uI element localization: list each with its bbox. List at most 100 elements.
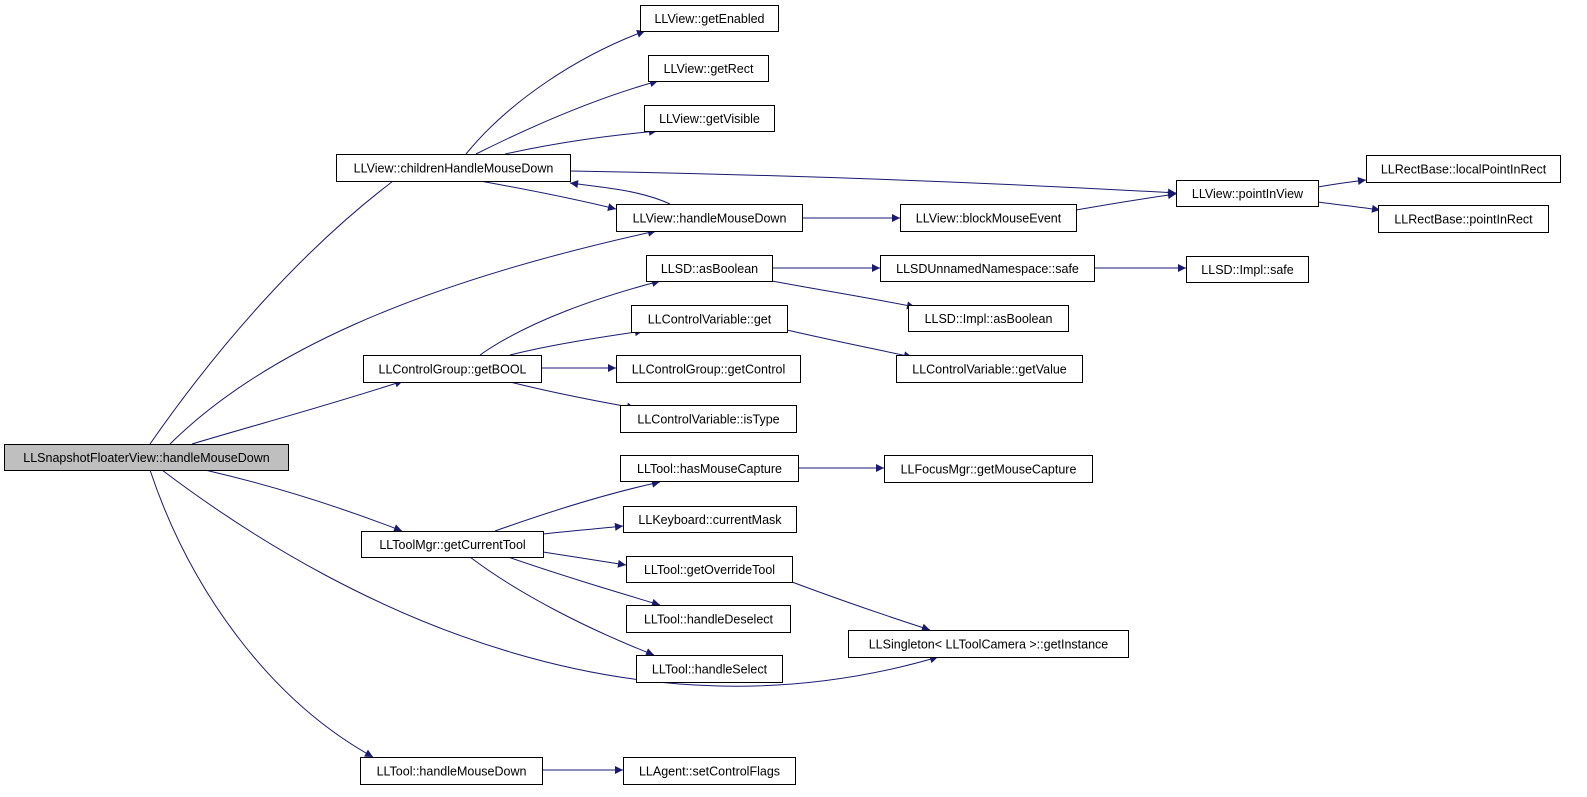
- edge-getCurrentTool-to-hasMouseCapture: [494, 479, 661, 532]
- edge-asBoolean-to-implAsBoolean: [771, 280, 916, 310]
- node-label: LLSD::Impl::safe: [1201, 263, 1293, 277]
- node-label: LLTool::hasMouseCapture: [637, 462, 782, 476]
- edge-childrenHMD-to-getEnabled: [465, 30, 646, 155]
- edge-root-to-getBOOL: [191, 379, 404, 445]
- node-box: [648, 55, 769, 82]
- node-asBoolean[interactable]: LLSD::asBoolean: [646, 255, 773, 282]
- node-box: [623, 506, 797, 533]
- node-box: [623, 757, 796, 785]
- edge-root-to-viewHMD: [169, 228, 657, 445]
- node-label: LLAgent::setControlFlags: [639, 765, 780, 779]
- node-label: LLRectBase::localPointInRect: [1381, 163, 1547, 177]
- node-box: [4, 444, 289, 471]
- node-setControlFlags[interactable]: LLAgent::setControlFlags: [623, 757, 796, 785]
- node-box: [361, 531, 544, 558]
- edge-blockMouseEvent-to-pointInView: [1075, 191, 1177, 211]
- node-hasMouseCapture[interactable]: LLTool::hasMouseCapture: [620, 455, 799, 482]
- edge-pointInView-to-localPointInRect: [1317, 177, 1367, 188]
- edge-childrenHMD-to-getVisible: [504, 127, 658, 155]
- node-isType[interactable]: LLControlVariable::isType: [620, 405, 797, 433]
- node-label: LLView::handleMouseDown: [633, 212, 787, 226]
- node-label: LLControlVariable::isType: [637, 413, 779, 427]
- node-label: LLView::pointInView: [1192, 187, 1304, 201]
- node-label: LLView::getVisible: [659, 112, 760, 126]
- node-label: LLView::getEnabled: [654, 12, 764, 26]
- edge-childrenHMD-to-viewHMD: [479, 180, 617, 211]
- node-viewHMD[interactable]: LLView::handleMouseDown: [616, 204, 803, 232]
- node-currentMask[interactable]: LLKeyboard::currentMask: [623, 506, 797, 533]
- node-box: [620, 405, 797, 433]
- node-label: LLSD::asBoolean: [661, 262, 758, 276]
- node-box: [1378, 205, 1549, 233]
- node-box: [848, 630, 1129, 658]
- edge-root-to-toolHMD: [149, 469, 374, 758]
- node-handleSelect[interactable]: LLTool::handleSelect: [636, 655, 783, 683]
- node-root[interactable]: LLSnapshotFloaterView::handleMouseDown: [4, 444, 289, 471]
- node-label: LLTool::getOverrideTool: [644, 563, 775, 577]
- node-box: [360, 757, 543, 785]
- node-label: LLControlGroup::getBOOL: [379, 363, 527, 377]
- node-cvGetValue[interactable]: LLControlVariable::getValue: [896, 355, 1083, 383]
- node-box: [644, 105, 775, 132]
- node-getControl[interactable]: LLControlGroup::getControl: [616, 355, 801, 383]
- node-box: [626, 556, 793, 583]
- node-box: [896, 355, 1083, 383]
- edge-root-to-getInstance: [161, 469, 939, 687]
- node-localPointInRect[interactable]: LLRectBase::localPointInRect: [1366, 155, 1561, 183]
- node-getInstance[interactable]: LLSingleton< LLToolCamera >::getInstance: [848, 630, 1129, 658]
- node-label: LLSnapshotFloaterView::handleMouseDown: [23, 451, 270, 465]
- node-getEnabled[interactable]: LLView::getEnabled: [640, 5, 779, 32]
- node-pointInRect[interactable]: LLRectBase::pointInRect: [1378, 205, 1549, 233]
- node-box: [1186, 256, 1309, 283]
- node-getBOOL[interactable]: LLControlGroup::getBOOL: [363, 355, 542, 383]
- node-box: [640, 5, 779, 32]
- node-box: [646, 255, 773, 282]
- node-getMouseCapture[interactable]: LLFocusMgr::getMouseCapture: [884, 455, 1093, 483]
- node-implAsBoolean[interactable]: LLSD::Impl::asBoolean: [908, 305, 1069, 332]
- edge-root-to-getCurrentTool: [204, 469, 403, 532]
- node-label: LLTool::handleDeselect: [644, 613, 774, 627]
- edge-viewHMD-to-childrenHMD: [569, 180, 671, 205]
- node-pointInView[interactable]: LLView::pointInView: [1176, 180, 1319, 207]
- edge-getCurrentTool-to-getOverrideTool: [542, 551, 627, 568]
- node-childrenHMD[interactable]: LLView::childrenHandleMouseDown: [336, 154, 571, 182]
- node-label: LLView::blockMouseEvent: [916, 212, 1062, 226]
- edge-pointInView-to-pointInRect: [1317, 201, 1381, 213]
- node-box: [620, 455, 799, 482]
- node-label: LLView::childrenHandleMouseDown: [354, 162, 554, 176]
- edge-getBOOL-to-isType: [509, 381, 636, 411]
- node-label: LLSingleton< LLToolCamera >::getInstance: [869, 638, 1109, 652]
- edge-root-to-childrenHMD: [149, 155, 429, 445]
- nodes: LLSnapshotFloaterView::handleMouseDownLL…: [4, 5, 1561, 785]
- edges: [149, 30, 1381, 774]
- node-box: [336, 154, 571, 182]
- edge-childrenHMD-to-pointInView: [569, 170, 1177, 197]
- node-box: [1176, 180, 1319, 207]
- node-getOverrideTool[interactable]: LLTool::getOverrideTool: [626, 556, 793, 583]
- node-getVisible[interactable]: LLView::getVisible: [644, 105, 775, 132]
- node-blockMouseEvent[interactable]: LLView::blockMouseEvent: [900, 204, 1077, 232]
- node-label: LLTool::handleSelect: [652, 663, 768, 677]
- node-getRect[interactable]: LLView::getRect: [648, 55, 769, 82]
- node-label: LLSDUnnamedNamespace::safe: [896, 262, 1079, 276]
- node-box: [616, 355, 801, 383]
- node-box: [900, 204, 1077, 232]
- node-box: [363, 355, 542, 383]
- edge-childrenHMD-to-getRect: [475, 79, 659, 155]
- node-cvGet[interactable]: LLControlVariable::get: [631, 305, 788, 333]
- node-handleDeselect[interactable]: LLTool::handleDeselect: [626, 605, 791, 633]
- node-box: [626, 605, 791, 633]
- edge-getCurrentTool-to-handleDeselect: [507, 556, 661, 607]
- node-toolHMD[interactable]: LLTool::handleMouseDown: [360, 757, 543, 785]
- node-unnamedSafe[interactable]: LLSDUnnamedNamespace::safe: [880, 255, 1095, 282]
- node-label: LLFocusMgr::getMouseCapture: [901, 463, 1077, 477]
- edge-getBOOL-to-asBoolean: [479, 279, 661, 356]
- node-label: LLKeyboard::currentMask: [638, 513, 782, 527]
- node-implSafe[interactable]: LLSD::Impl::safe: [1186, 256, 1309, 283]
- node-label: LLControlVariable::get: [648, 313, 772, 327]
- node-box: [636, 655, 783, 683]
- node-label: LLView::getRect: [664, 62, 754, 76]
- node-box: [880, 255, 1095, 282]
- node-getCurrentTool[interactable]: LLToolMgr::getCurrentTool: [361, 531, 544, 558]
